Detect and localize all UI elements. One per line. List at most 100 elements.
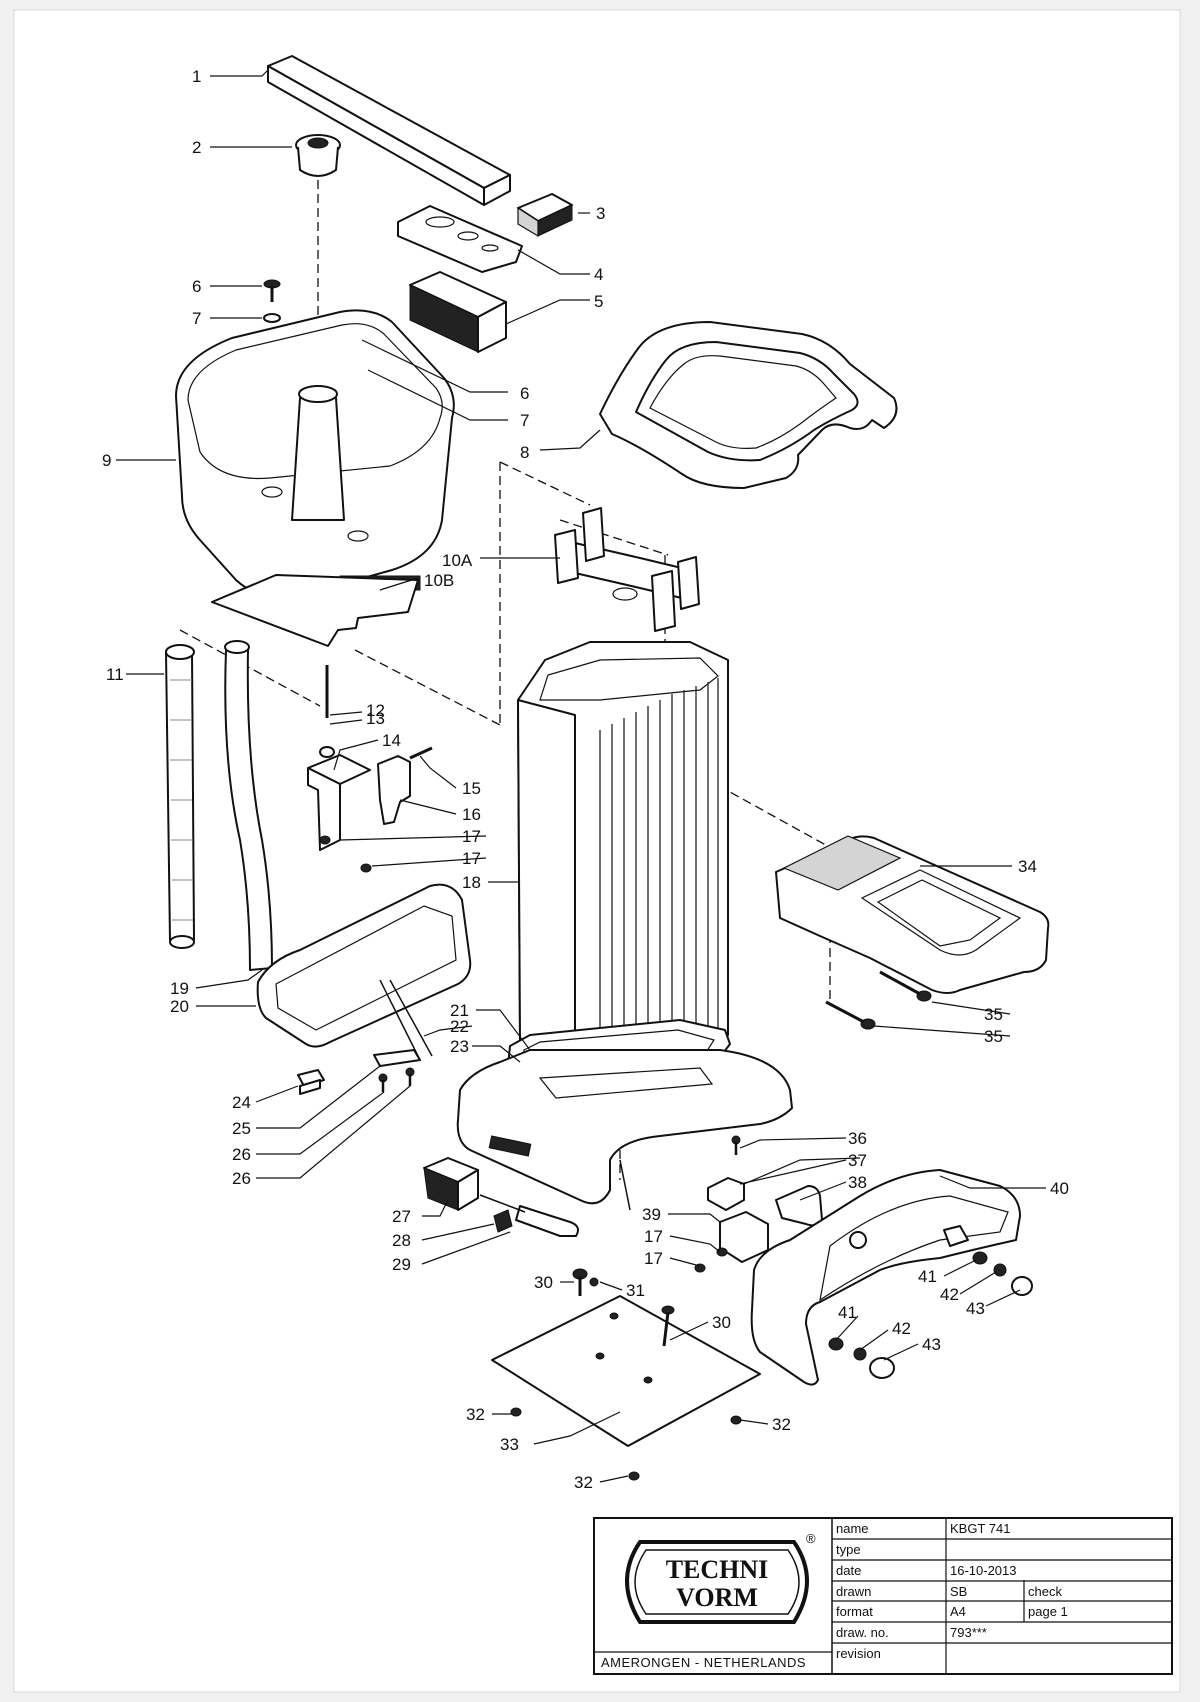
callout-25: 25 xyxy=(232,1119,251,1138)
callout-17: 17 xyxy=(462,827,481,846)
part-valve-housing xyxy=(409,271,507,353)
callout-27: 27 xyxy=(392,1207,411,1226)
part-switch-14 xyxy=(307,754,371,851)
callout-43b: 43 xyxy=(922,1335,941,1354)
callout-26: 26 xyxy=(232,1145,251,1164)
callout-40: 40 xyxy=(1050,1179,1069,1198)
callout-4: 4 xyxy=(594,265,603,284)
callout-30b: 30 xyxy=(712,1313,731,1332)
callout-37: 37 xyxy=(848,1151,867,1170)
callout-7b: 7 xyxy=(520,411,529,430)
callout-12: 12 xyxy=(366,701,385,720)
tb-extra-page: page 1 xyxy=(1028,1604,1068,1619)
part-filter-3 xyxy=(517,193,573,238)
callout-19: 19 xyxy=(170,979,189,998)
part-drip-tray-34 xyxy=(775,835,1050,994)
callout-22: 22 xyxy=(450,1017,469,1036)
callout-2: 2 xyxy=(192,138,201,157)
callout-1: 1 xyxy=(192,67,201,86)
tb-label-name: name xyxy=(836,1521,869,1536)
callout-13: 13 xyxy=(366,709,385,728)
callout-32c: 32 xyxy=(574,1473,593,1492)
callout-43: 43 xyxy=(966,1299,985,1318)
callout-labels: 1 2 3 4 5 6 7 6 7 8 9 10A 10B 11 12 13 1… xyxy=(102,67,1069,1492)
part-base-23 xyxy=(456,1049,793,1211)
part-element-29 xyxy=(479,1194,579,1237)
callout-36: 36 xyxy=(848,1129,867,1148)
callout-28: 28 xyxy=(392,1231,411,1250)
callout-32: 32 xyxy=(466,1405,485,1424)
callout-24: 24 xyxy=(232,1093,251,1112)
callout-35: 35 xyxy=(984,1005,1003,1024)
callout-29: 29 xyxy=(392,1255,411,1274)
part-front-panel-20 xyxy=(256,883,472,1061)
callout-39: 39 xyxy=(642,1205,661,1224)
callout-18: 18 xyxy=(462,873,481,892)
tb-value-format: A4 xyxy=(950,1604,966,1619)
part-screw-6a xyxy=(263,279,281,323)
callout-17b: 17 xyxy=(462,849,481,868)
part-screws-30-32 xyxy=(510,1268,742,1481)
callout-41b: 41 xyxy=(838,1303,857,1322)
part-housing-18 xyxy=(517,641,729,1073)
callout-42: 42 xyxy=(940,1285,959,1304)
callout-32b: 32 xyxy=(772,1415,791,1434)
tb-value-drawno: 793*** xyxy=(950,1625,987,1640)
callout-8: 8 xyxy=(520,443,529,462)
technivorm-logo: TECHNI VORM ® xyxy=(625,1531,816,1624)
housing-ribs xyxy=(599,678,719,1065)
part-feet-41-43 xyxy=(828,1251,1033,1379)
callout-21: 21 xyxy=(450,1001,469,1020)
tb-value-name: KBGT 741 xyxy=(950,1521,1010,1536)
callout-31: 31 xyxy=(626,1281,645,1300)
callout-41: 41 xyxy=(918,1267,937,1286)
part-fuse-28 xyxy=(493,1209,513,1233)
part-small-parts-24-26 xyxy=(297,1049,421,1095)
part-rod-12 xyxy=(319,665,335,758)
tb-label-drawn: drawn xyxy=(836,1584,871,1599)
callout-9: 9 xyxy=(102,451,111,470)
callout-23: 23 xyxy=(450,1037,469,1056)
part-tank-plate xyxy=(211,574,419,647)
callout-10a: 10A xyxy=(442,551,473,570)
part-frame-40 xyxy=(750,1169,1021,1386)
callout-34: 34 xyxy=(1018,857,1037,876)
part-switch-16 xyxy=(377,746,433,825)
part-screws-17 xyxy=(319,835,372,873)
part-rear-parts-36-39 xyxy=(694,1135,861,1273)
part-tank xyxy=(175,309,455,605)
registered-mark: ® xyxy=(806,1531,816,1546)
callout-38: 38 xyxy=(848,1173,867,1192)
tb-label-format: format xyxy=(836,1604,873,1619)
callout-5: 5 xyxy=(594,292,603,311)
logo-text-bottom: VORM xyxy=(676,1583,758,1612)
tb-label-type: type xyxy=(836,1542,861,1557)
tb-extra-check: check xyxy=(1028,1584,1062,1599)
callout-30: 30 xyxy=(534,1273,553,1292)
callout-16: 16 xyxy=(462,805,481,824)
callout-11: 11 xyxy=(106,665,124,684)
tb-label-revision: revision xyxy=(836,1646,881,1661)
callout-6: 6 xyxy=(192,277,201,296)
tb-label-date: date xyxy=(836,1563,861,1578)
tb-label-drawno: draw. no. xyxy=(836,1625,889,1640)
part-lid-frame xyxy=(599,321,898,489)
location-text: AMERONGEN - NETHERLANDS xyxy=(601,1655,806,1670)
part-hose-11 xyxy=(165,644,195,949)
callout-7: 7 xyxy=(192,309,201,328)
callout-26b: 26 xyxy=(232,1169,251,1188)
part-switch-27 xyxy=(423,1157,479,1211)
callout-20: 20 xyxy=(170,997,189,1016)
leader-lines xyxy=(116,69,1046,1483)
tb-value-date: 16-10-2013 xyxy=(950,1563,1017,1578)
callout-17c: 17 xyxy=(644,1227,663,1246)
callout-14: 14 xyxy=(382,731,401,750)
callout-42b: 42 xyxy=(892,1319,911,1338)
part-bracket xyxy=(554,507,700,632)
logo-text-top: TECHNI xyxy=(666,1555,769,1584)
part-bottom-plate-33 xyxy=(491,1295,761,1447)
callout-10b: 10B xyxy=(424,571,454,590)
callout-17d: 17 xyxy=(644,1249,663,1268)
part-screws-35 xyxy=(825,970,932,1030)
